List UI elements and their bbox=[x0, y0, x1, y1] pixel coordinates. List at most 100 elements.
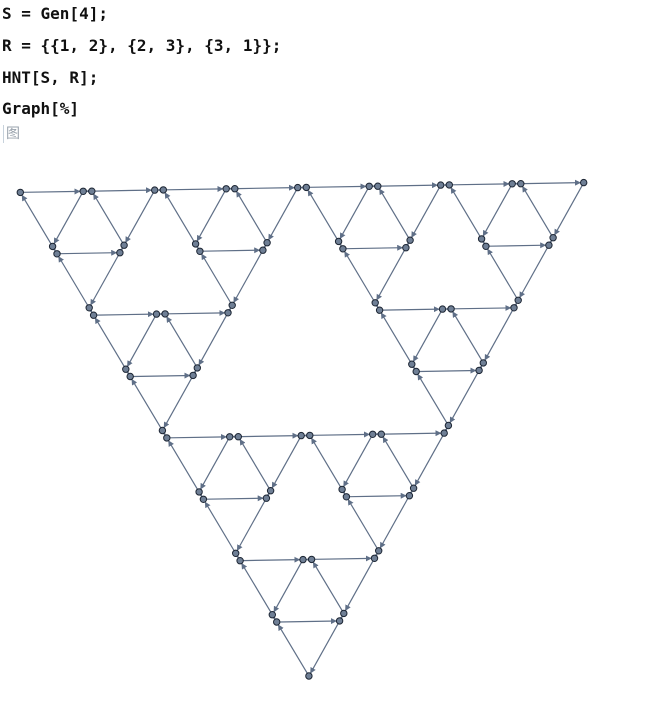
input-line-relations[interactable]: R = {{1, 2}, {2, 3}, {3, 1}}; bbox=[2, 36, 282, 55]
graph-vertex[interactable] bbox=[580, 178, 588, 187]
graph-vertex[interactable] bbox=[158, 426, 167, 435]
graph-vertex[interactable] bbox=[294, 183, 302, 192]
graph-vertex[interactable] bbox=[437, 181, 445, 189]
graph-vertex[interactable] bbox=[222, 185, 230, 193]
graph-edge bbox=[90, 255, 119, 306]
graph-vertex[interactable] bbox=[163, 434, 171, 442]
graph-vertex[interactable] bbox=[447, 305, 455, 313]
graph-vertex[interactable] bbox=[85, 304, 93, 312]
graph-vertex[interactable] bbox=[226, 433, 234, 441]
graph-edge bbox=[309, 623, 339, 674]
graph-vertex[interactable] bbox=[517, 180, 525, 188]
graph-vertex[interactable] bbox=[514, 296, 522, 304]
graph-vertex[interactable] bbox=[196, 247, 204, 256]
graph-vertex[interactable] bbox=[234, 433, 243, 441]
input-line-graph[interactable]: Graph[%] bbox=[2, 99, 80, 118]
graph-vertex[interactable] bbox=[510, 304, 518, 312]
graph-vertex[interactable] bbox=[297, 431, 305, 440]
graph-edge bbox=[94, 187, 152, 194]
graph-edge bbox=[346, 244, 404, 251]
input-line-gen[interactable]: S = Gen[4]; bbox=[2, 4, 108, 23]
graph-vertex[interactable] bbox=[302, 183, 310, 192]
graph-vertex[interactable] bbox=[189, 371, 197, 380]
graph-edge bbox=[206, 495, 264, 502]
graph-edge bbox=[133, 372, 191, 379]
graph-vertex[interactable] bbox=[79, 187, 87, 196]
graph-vertex[interactable] bbox=[16, 188, 24, 197]
graph-vertex[interactable] bbox=[151, 186, 159, 194]
graph-vertex[interactable] bbox=[482, 242, 490, 251]
graph-edge bbox=[452, 180, 510, 187]
graph-edge bbox=[164, 192, 195, 242]
graph-vertex[interactable] bbox=[299, 555, 307, 564]
graph-vertex[interactable] bbox=[374, 182, 382, 190]
graph-vertex[interactable] bbox=[335, 617, 344, 625]
graph-vertex[interactable] bbox=[445, 181, 453, 189]
graph-vertex[interactable] bbox=[228, 301, 236, 309]
graph-vertex[interactable] bbox=[262, 494, 271, 502]
graph-vertex[interactable] bbox=[88, 187, 96, 195]
graph-vertex[interactable] bbox=[224, 309, 232, 317]
graph-vertex[interactable] bbox=[369, 430, 377, 438]
graph-vertex[interactable] bbox=[231, 185, 239, 193]
graph-vertex[interactable] bbox=[53, 250, 61, 258]
graph-vertex[interactable] bbox=[268, 611, 276, 619]
graph-vertex[interactable] bbox=[232, 549, 240, 557]
graph-vertex[interactable] bbox=[340, 609, 348, 618]
graph-vertex[interactable] bbox=[406, 236, 414, 244]
graph-vertex[interactable] bbox=[266, 487, 275, 495]
graph-vertex[interactable] bbox=[409, 484, 418, 492]
graph-edge bbox=[58, 256, 89, 306]
graph-vertex[interactable] bbox=[405, 492, 414, 500]
graph-vertex[interactable] bbox=[89, 311, 98, 319]
graph-edge bbox=[204, 501, 235, 551]
graph-vertex[interactable] bbox=[440, 429, 448, 437]
graph-vertex[interactable] bbox=[48, 242, 57, 251]
graph-vertex[interactable] bbox=[549, 234, 557, 242]
graph-edge bbox=[344, 560, 374, 612]
input-line-hnt[interactable]: HNT[S, R]; bbox=[2, 68, 99, 87]
graph-edge bbox=[279, 618, 337, 625]
graph-vertex[interactable] bbox=[339, 245, 347, 253]
graph-vertex[interactable] bbox=[306, 431, 314, 440]
graph-vertex[interactable] bbox=[159, 186, 168, 194]
graph-vertex[interactable] bbox=[408, 360, 416, 368]
graph-vertex[interactable] bbox=[120, 241, 128, 249]
graph-vertex[interactable] bbox=[438, 305, 447, 313]
graph-vertex[interactable] bbox=[152, 310, 161, 318]
graph-vertex[interactable] bbox=[236, 557, 244, 565]
graph-vertex[interactable] bbox=[375, 547, 383, 555]
graph-vertex[interactable] bbox=[375, 306, 384, 314]
graph-vertex[interactable] bbox=[161, 310, 169, 318]
graph-vertex[interactable] bbox=[444, 421, 453, 430]
graph-vertex[interactable] bbox=[342, 493, 351, 501]
graph-vertex[interactable] bbox=[263, 239, 271, 247]
graph-vertex[interactable] bbox=[195, 488, 203, 496]
graph-vertex[interactable] bbox=[370, 554, 379, 562]
graph-vertex[interactable] bbox=[479, 359, 487, 367]
graph-vertex[interactable] bbox=[259, 246, 267, 254]
graph-edge bbox=[379, 498, 409, 549]
graph-vertex[interactable] bbox=[334, 237, 343, 246]
graph-vertex[interactable] bbox=[193, 364, 202, 372]
graph-vertex[interactable] bbox=[199, 495, 208, 503]
graph-vertex[interactable] bbox=[122, 365, 130, 373]
graph-vertex[interactable] bbox=[273, 618, 281, 626]
graph-vertex[interactable] bbox=[412, 367, 420, 376]
graph-vertex[interactable] bbox=[365, 182, 373, 191]
graph-vertex[interactable] bbox=[191, 240, 200, 248]
graph-vertex[interactable] bbox=[402, 244, 410, 252]
graph-vertex[interactable] bbox=[475, 366, 483, 375]
graph-vertex[interactable] bbox=[338, 485, 346, 494]
graph-vertex[interactable] bbox=[305, 672, 313, 680]
graph-vertex[interactable] bbox=[126, 372, 134, 381]
graph-vertex[interactable] bbox=[116, 249, 124, 257]
graph-vertex[interactable] bbox=[545, 241, 553, 249]
graph-edge bbox=[60, 249, 118, 256]
graph-vertex[interactable] bbox=[508, 180, 516, 188]
graph-vertex[interactable] bbox=[477, 235, 486, 243]
graph-vertex[interactable] bbox=[377, 430, 385, 438]
graph-vertex[interactable] bbox=[371, 299, 379, 307]
graph-vertex[interactable] bbox=[307, 555, 316, 564]
